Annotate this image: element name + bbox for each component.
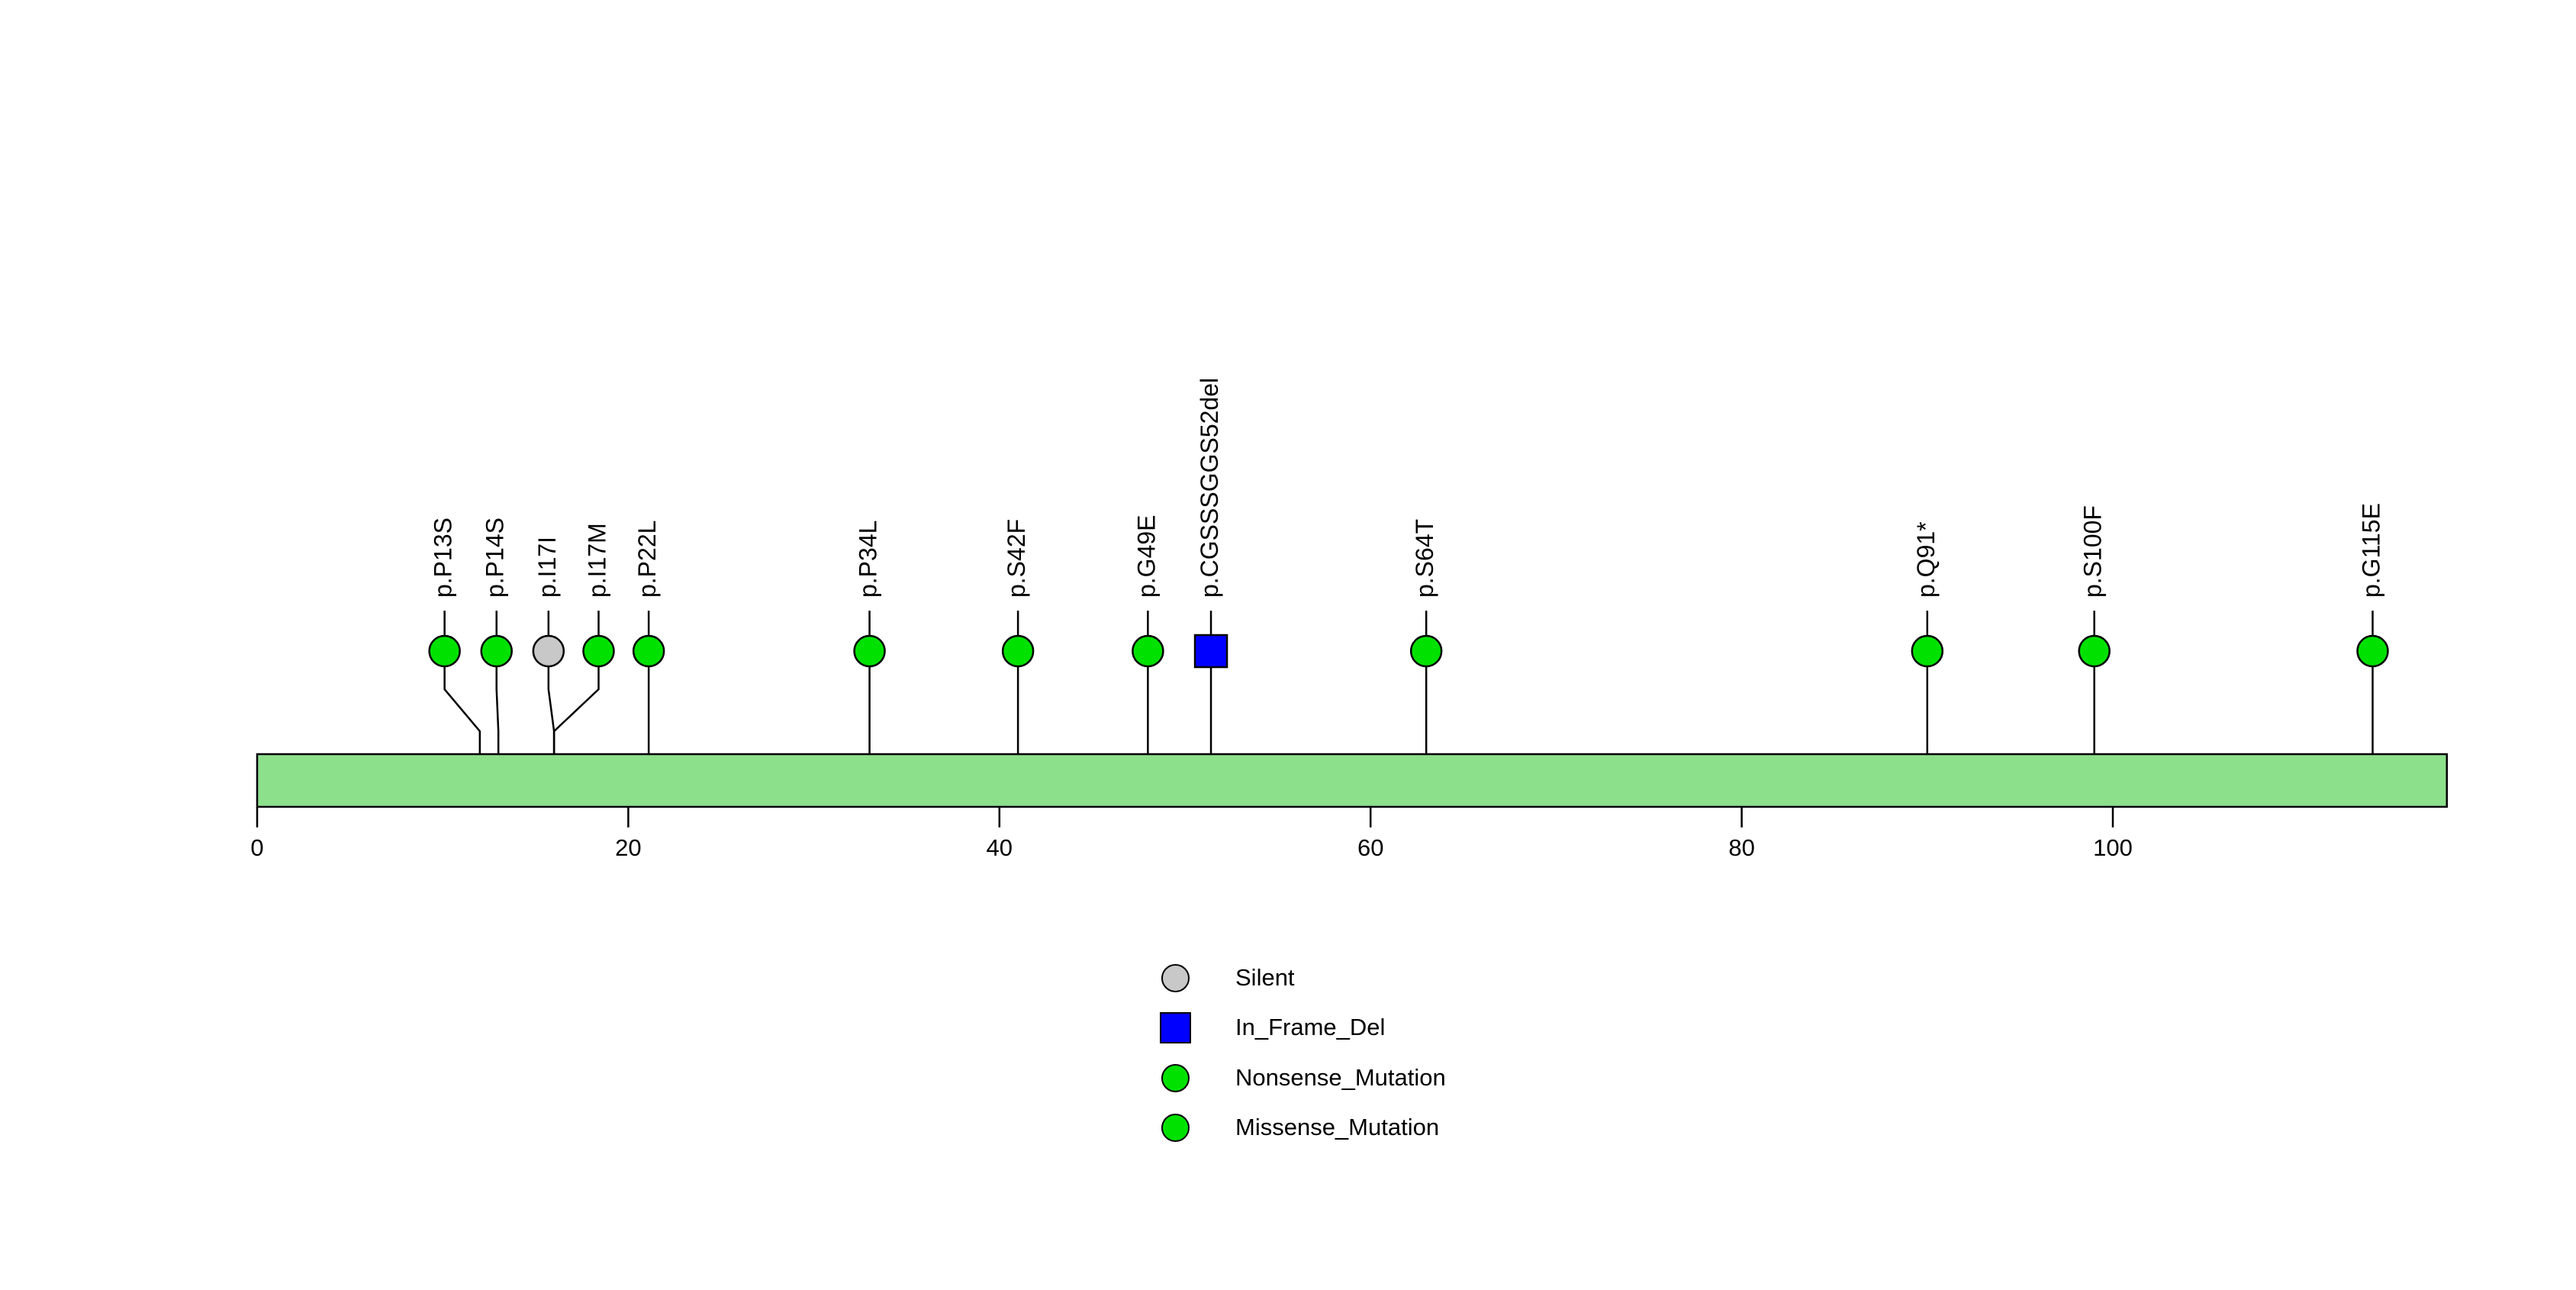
lollipop-marker-circle <box>532 634 565 668</box>
mutation-label: p.S42F <box>1003 519 1030 598</box>
mutation-label: p.S64T <box>1411 519 1438 598</box>
mutation-label: p.P22L <box>633 521 661 598</box>
mutation-label: p.CGSSSGGS52del <box>1196 378 1223 598</box>
chart-legend: Silent In_Frame_Del Nonsense_Mutation Mi… <box>1159 962 1693 1168</box>
missense-mutation-legend-circle-icon <box>1161 1113 1190 1142</box>
legend-item-silent: Silent <box>1159 962 1295 994</box>
lollipop-marker-circle <box>2078 634 2111 668</box>
legend-label: Nonsense_Mutation <box>1235 1064 1446 1091</box>
nonsense-mutation-legend-circle-icon <box>1161 1063 1190 1092</box>
mutation-label: p.P34L <box>855 521 882 598</box>
lollipop-marker-circle <box>480 634 513 668</box>
lollipop-marker-circle <box>1911 634 1944 668</box>
legend-label: Silent <box>1235 964 1295 991</box>
lollipop-marker-circle <box>1001 634 1035 668</box>
lollipop-marker-circle <box>1409 634 1443 668</box>
mutation-label: p.Q91* <box>1912 521 1940 598</box>
legend-label: In_Frame_Del <box>1235 1014 1386 1040</box>
legend-item-missense-mutation: Missense_Mutation <box>1159 1111 1439 1143</box>
legend-label: Missense_Mutation <box>1235 1114 1440 1140</box>
lollipop-marker-circle <box>632 634 665 668</box>
x-axis-tick-label: 100 <box>2093 834 2133 861</box>
lollipop-markers: p.P13S p.P14S p.I17I p.I17M p.P22L p.P34L p.S4… <box>428 378 2389 669</box>
mutation-label: p.S100F <box>2079 505 2107 598</box>
lollipop-marker-circle <box>853 634 886 668</box>
x-axis-tick-label: 40 <box>987 834 1013 861</box>
x-axis-tick-label: 20 <box>615 834 641 861</box>
x-axis-tick-label: 0 <box>250 834 263 861</box>
lollipop-marker-circle <box>582 634 615 668</box>
x-axis: 0 20 40 60 80 100 <box>250 807 2133 861</box>
silent-legend-circle-icon <box>1161 963 1190 992</box>
mutation-label: p.I17I <box>533 537 561 598</box>
x-axis-tick-label: 80 <box>1728 834 1754 861</box>
in-frame-del-legend-square-icon <box>1159 1011 1191 1043</box>
mutation-label: p.G49E <box>1132 514 1160 598</box>
mutation-label: p.P13S <box>430 518 457 598</box>
mutation-label: p.G115E <box>2357 503 2384 598</box>
legend-item-nonsense-mutation: Nonsense_Mutation <box>1159 1062 1446 1094</box>
lollipop-marker-circle <box>2356 634 2389 668</box>
lollipop-marker-square <box>1193 634 1228 669</box>
lollipop-marker-circle <box>1132 634 1164 668</box>
x-axis-tick-label: 60 <box>1357 834 1383 861</box>
legend-item-in-frame-del: In_Frame_Del <box>1159 1011 1385 1043</box>
legend-marker-box <box>1159 1062 1191 1094</box>
protein-backbone <box>256 753 2449 808</box>
lollipop-marker-circle <box>428 634 461 668</box>
mutation-label: p.P14S <box>481 518 509 598</box>
legend-marker-box <box>1159 1011 1191 1043</box>
legend-marker-box <box>1159 1111 1191 1143</box>
mutation-label: p.I17M <box>583 523 610 598</box>
legend-marker-box <box>1159 962 1191 994</box>
